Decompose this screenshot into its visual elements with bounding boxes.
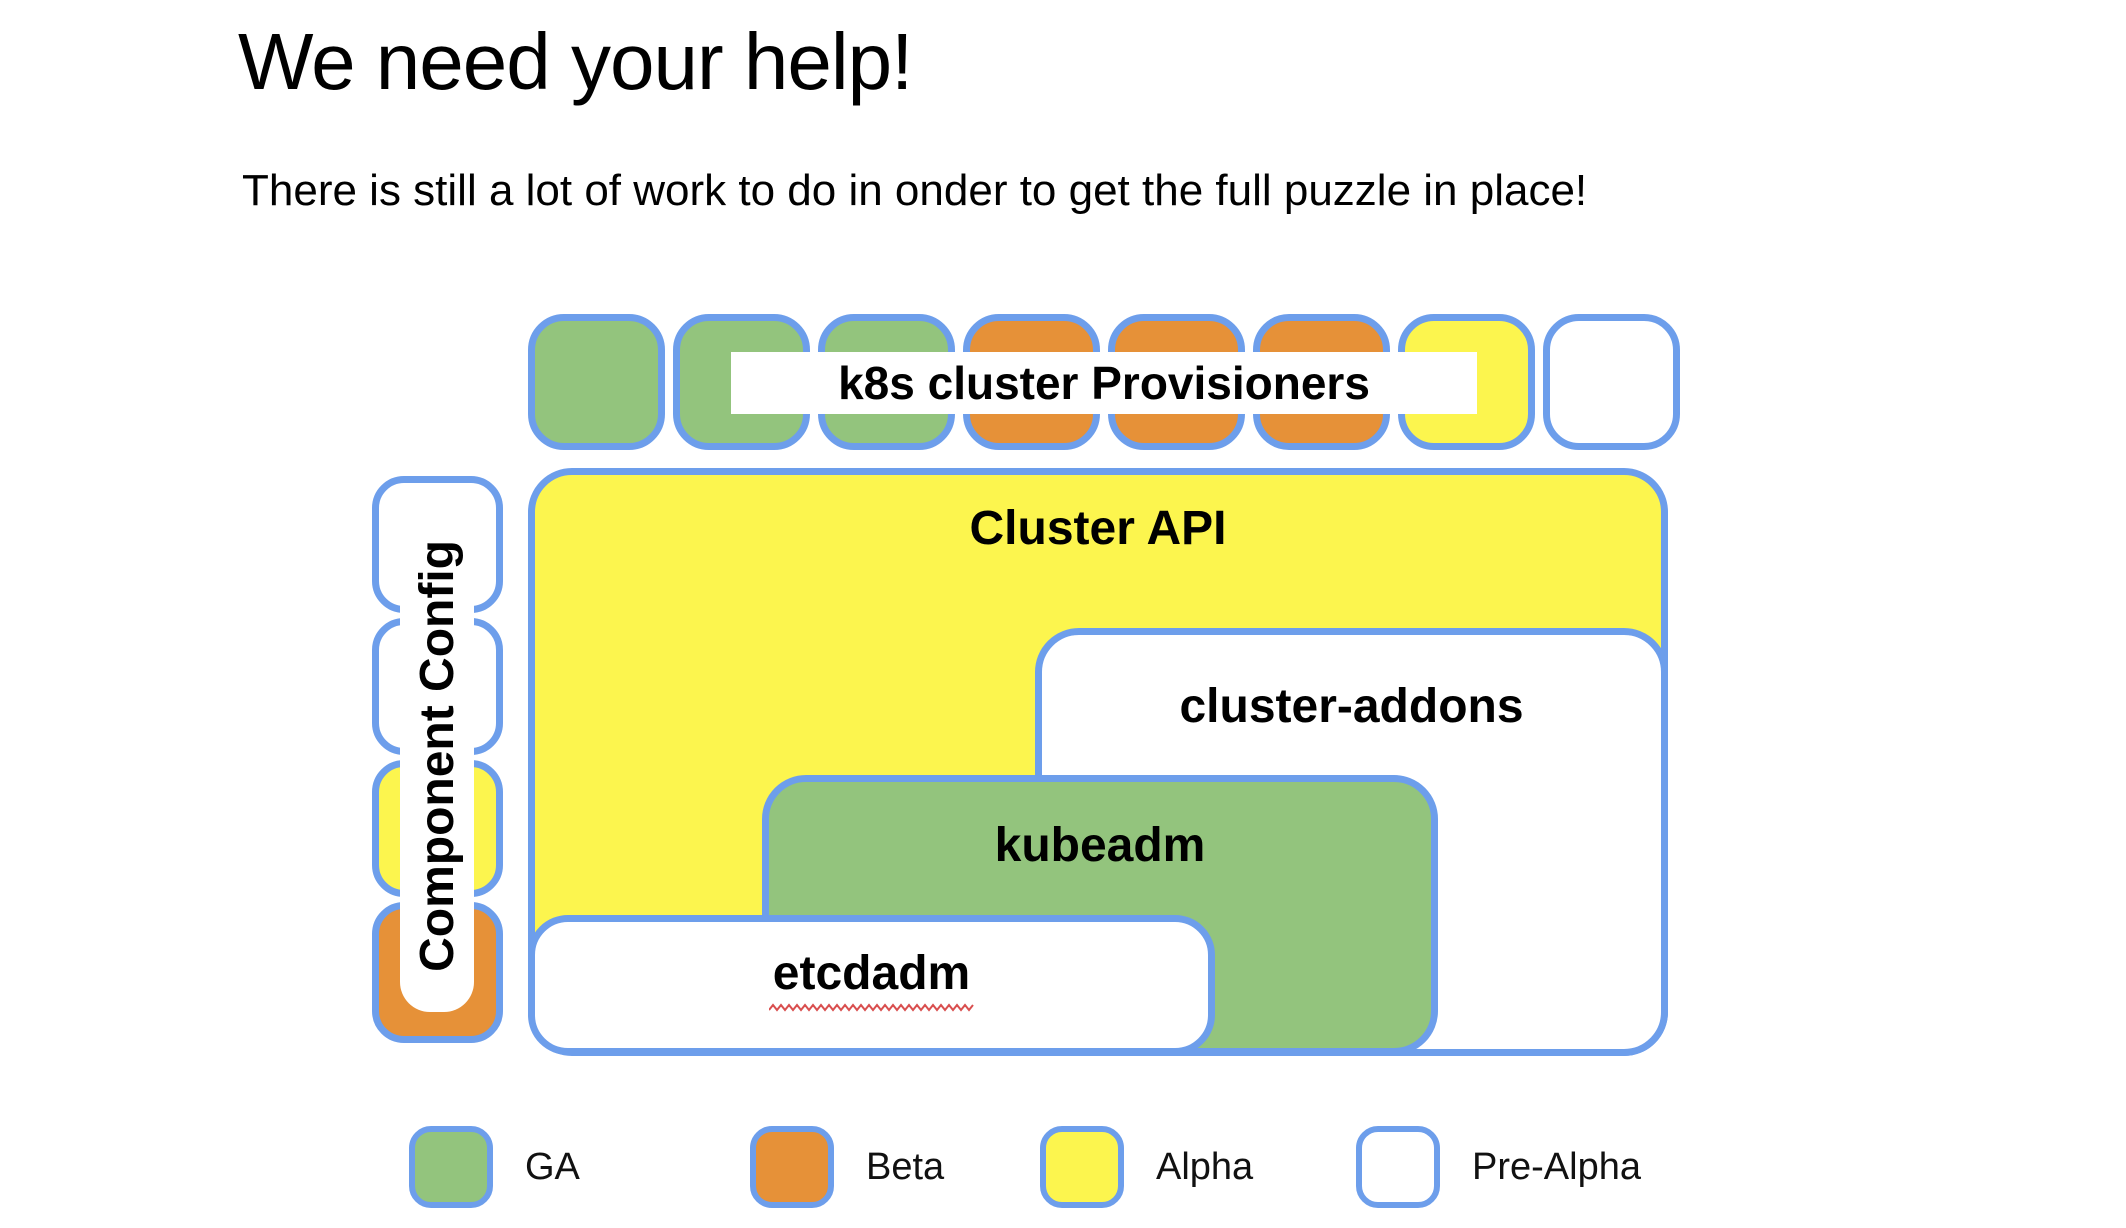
legend-label: Pre-Alpha xyxy=(1472,1145,1641,1188)
legend-label: GA xyxy=(525,1145,580,1188)
slide-subtitle: There is still a lot of work to do in on… xyxy=(242,166,1588,215)
legend-swatch-ga xyxy=(409,1126,493,1208)
provisioner-piece-pre-alpha xyxy=(1543,314,1680,450)
cluster-api-label: Cluster API xyxy=(969,502,1227,555)
legend-swatch-beta xyxy=(750,1126,834,1208)
provisioner-piece-ga xyxy=(528,314,665,450)
legend-item-pre-alpha: Pre-Alpha xyxy=(1356,1126,1641,1208)
legend-swatch-alpha xyxy=(1040,1126,1124,1208)
legend-swatch-pre-alpha xyxy=(1356,1126,1440,1208)
legend-item-beta: Beta xyxy=(750,1126,944,1208)
cluster-addons-label: cluster-addons xyxy=(1179,680,1524,733)
legend-label: Beta xyxy=(866,1145,945,1188)
etcdadm-box: etcdadm xyxy=(528,915,1215,1055)
provisioners-label: k8s cluster Provisioners xyxy=(731,352,1477,414)
legend-label: Alpha xyxy=(1156,1145,1254,1188)
legend-item-ga: GA xyxy=(409,1126,580,1208)
legend: GA Beta Alpha Pre-Alpha xyxy=(0,1126,2126,1208)
legend-item-alpha: Alpha xyxy=(1040,1126,1253,1208)
slide-title: We need your help! xyxy=(238,17,913,106)
component-config-banner: Component Config xyxy=(400,500,474,1012)
component-config-label: Component Config xyxy=(410,540,464,972)
etcdadm-label: etcdadm xyxy=(772,947,971,1000)
spellcheck-squiggle-icon xyxy=(768,1003,974,1012)
kubeadm-label: kubeadm xyxy=(994,819,1206,872)
